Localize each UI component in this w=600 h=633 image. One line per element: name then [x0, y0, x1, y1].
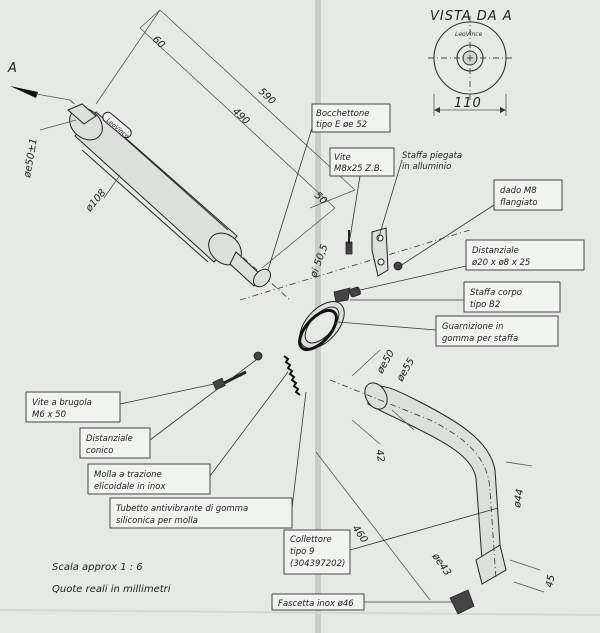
- dim-490: 490: [230, 106, 251, 127]
- svg-text:M6 x 50: M6 x 50: [32, 410, 66, 420]
- dim-460: 460: [350, 523, 370, 545]
- notes: Scala approx 1 : 6 Quote reali in millim…: [52, 562, 171, 595]
- svg-text:Guarnizione in: Guarnizione in: [442, 322, 504, 332]
- svg-text:flangiato: flangiato: [500, 198, 538, 208]
- svg-text:Molla a trazione: Molla a trazione: [94, 470, 162, 480]
- callouts: Bocchettone tipo E øe 52 Vite M8x25 Z.B.…: [25, 103, 585, 611]
- silencer: LeoVince: [67, 99, 291, 301]
- view-a-detail: VISTA DA A LeoVince 110: [428, 9, 513, 116]
- callout-vite-m8: [329, 147, 395, 177]
- svg-text:M8x25 Z.B.: M8x25 Z.B.: [334, 164, 382, 174]
- svg-text:(304397202): (304397202): [290, 559, 345, 569]
- view-logo: LeoVince: [455, 31, 483, 38]
- dim-45: 45: [544, 574, 557, 589]
- svg-text:Distanziale: Distanziale: [86, 434, 133, 444]
- svg-text:Tubetto antivibrante di gomma: Tubetto antivibrante di gomma: [116, 504, 248, 514]
- callout-distanziale: [465, 239, 585, 271]
- svg-text:dado M8: dado M8: [500, 186, 537, 196]
- dado-part: [393, 261, 403, 271]
- view-width: 110: [454, 96, 482, 111]
- svg-text:tipo 9: tipo 9: [290, 547, 314, 557]
- dim-pipe-inner: øe55: [395, 356, 418, 384]
- svg-text:Distanziale: Distanziale: [472, 246, 519, 256]
- callout-collettore: [283, 529, 351, 575]
- callout-vite-brugola: [25, 391, 121, 423]
- fascetta-part: [449, 589, 475, 615]
- svg-text:in alluminio: in alluminio: [402, 162, 451, 172]
- molla-part: [283, 355, 301, 396]
- hardware: [212, 227, 471, 396]
- dim-body-diameter: ø108: [83, 188, 108, 215]
- callout-dado: [493, 179, 563, 211]
- svg-text:Collettore: Collettore: [290, 535, 332, 545]
- dim-60: 60: [150, 34, 167, 51]
- svg-text:Staffa piegata: Staffa piegata: [402, 151, 462, 161]
- dim-42: 42: [373, 449, 386, 463]
- svg-text:conico: conico: [86, 446, 114, 456]
- units-note: Quote reali in millimetri: [52, 584, 171, 595]
- dim-50: 50: [312, 190, 329, 207]
- svg-text:Staffa corpo: Staffa corpo: [470, 288, 522, 298]
- view-title: VISTA DA A: [430, 9, 513, 24]
- dim-pipe-outer: øe50: [375, 348, 398, 376]
- staffa-piegata-part: [371, 227, 389, 277]
- dim-outlet: øe50±1: [22, 137, 40, 179]
- dim-bend: ø44: [512, 488, 526, 509]
- callout-guarnizione: [435, 315, 559, 347]
- vite-brugola-part: [212, 377, 226, 391]
- label-bocchettone-2: tipo E øe 52: [316, 120, 367, 130]
- svg-text:Vite a brugola: Vite a brugola: [32, 398, 92, 408]
- label-bocchettone-1: Bocchettone: [316, 109, 369, 119]
- svg-text:gomma per staffa: gomma per staffa: [442, 334, 518, 344]
- svg-text:elicoidale in inox: elicoidale in inox: [94, 482, 166, 492]
- collector-pipe: [329, 379, 507, 615]
- callout-molla: [87, 463, 211, 495]
- scale-note: Scala approx 1 : 6: [52, 562, 143, 573]
- callout-distanziale-conico: [79, 427, 151, 459]
- dim-inlet: øi 50,5: [308, 243, 330, 280]
- distanziale-conico-part: [253, 351, 263, 361]
- callout-bocchettone: [311, 103, 391, 133]
- callout-staffa-corpo: [463, 281, 561, 313]
- dim-590: 590: [256, 86, 277, 107]
- collector-dimensions: øe50 øe55 42 ø44 460 øe43 45: [315, 348, 558, 601]
- view-arrow-a: A: [7, 61, 71, 101]
- svg-text:siliconica per molla: siliconica per molla: [116, 516, 198, 526]
- svg-text:ø20 x ø8 x 25: ø20 x ø8 x 25: [471, 258, 530, 268]
- svg-text:tipo B2: tipo B2: [470, 300, 500, 310]
- svg-text:Vite: Vite: [334, 153, 351, 163]
- dim-collector: øe43: [429, 551, 453, 579]
- arrow-letter: A: [7, 61, 18, 76]
- distanziale-part: [349, 286, 361, 298]
- svg-text:Fascetta inox ø46: Fascetta inox ø46: [278, 599, 354, 609]
- callout-tubetto: [109, 497, 293, 529]
